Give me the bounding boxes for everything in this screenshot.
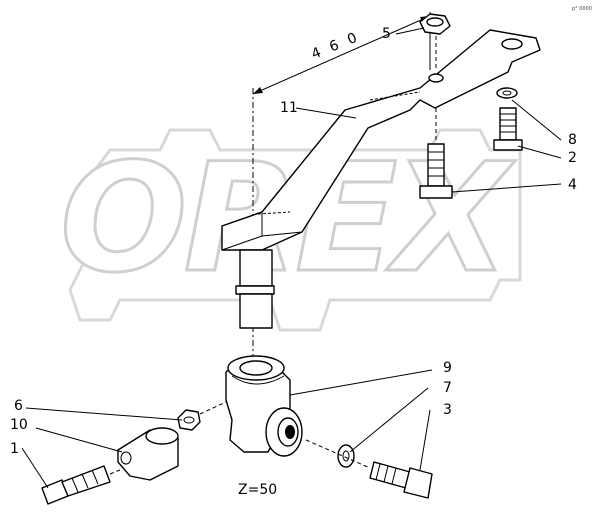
nut-6 <box>177 409 201 431</box>
pivot-pin <box>235 249 275 329</box>
nut-5 <box>419 13 451 35</box>
corner-mark: p° 0000 <box>572 6 592 12</box>
watermark-gear <box>68 128 522 332</box>
z-label: Z=50 <box>238 482 277 498</box>
callout-3: 3 <box>443 402 452 418</box>
bolt-2 <box>493 107 523 151</box>
leader-lines <box>21 27 562 489</box>
callout-6: 6 <box>14 398 23 414</box>
callout-9: 9 <box>443 360 452 376</box>
housing-9 <box>225 355 303 457</box>
callout-11: 11 <box>280 100 298 116</box>
washer-8 <box>496 87 518 99</box>
lever-arm <box>221 29 541 251</box>
callout-7: 7 <box>443 380 452 396</box>
clamp-10 <box>117 427 179 481</box>
callout-4: 4 <box>568 177 577 193</box>
callout-1: 1 <box>10 441 19 457</box>
callout-8: 8 <box>568 132 577 148</box>
washer-7 <box>337 444 355 468</box>
callout-2: 2 <box>568 150 577 166</box>
callout-10: 10 <box>10 417 28 433</box>
callout-5: 5 <box>382 26 391 42</box>
bolt-4 <box>419 143 453 199</box>
bolt-3 <box>369 461 433 499</box>
bolt-1 <box>41 465 111 505</box>
